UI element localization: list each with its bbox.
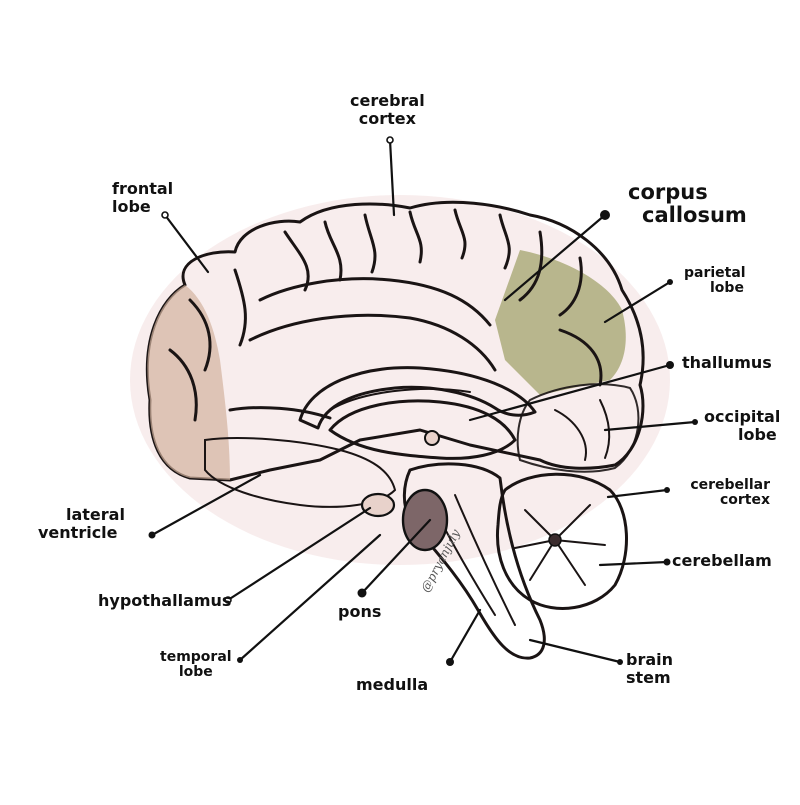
label-corpus-callosum: corpus callosum [628, 180, 747, 228]
label-lateral-ventricle: lateral ventricle [38, 506, 125, 541]
leader-dots [148, 136, 698, 666]
hypothalamus-shape [360, 492, 396, 518]
temporal-region [204, 437, 397, 508]
label-brain-stem: brain stem [626, 651, 673, 686]
label-cerebral-cortex-line2: cortex [358, 108, 416, 128]
leader-lines [150, 138, 697, 664]
stem-detail-2 [454, 494, 516, 626]
callosum-detail [329, 387, 471, 411]
label-temporal-lobe-line1: temporal [160, 649, 232, 665]
label-corpus-callosum-line2: callosum [642, 203, 747, 228]
label-occipital-lobe: occipital lobe [704, 408, 780, 443]
label-lateral-ventricle-line1: lateral [66, 505, 125, 524]
label-cerebellum: cerebellam [672, 551, 772, 570]
label-parietal-lobe-line1: parietal [684, 265, 746, 281]
label-thalamus: thallumus [682, 353, 772, 372]
cerebellum-shape [495, 472, 628, 610]
label-occipital-lobe-line2: lobe [738, 424, 777, 444]
occipital-region [516, 383, 640, 473]
thalamus-dot [424, 430, 440, 446]
label-pons: pons [338, 602, 382, 621]
label-frontal-lobe-line1: frontal [112, 179, 174, 198]
label-corpus-callosum-line1: corpus [628, 180, 708, 204]
label-cerebellar-cortex: cerebellar cortex [680, 477, 770, 509]
label-cerebellar-cortex-line1: cerebellar [690, 477, 770, 493]
label-medulla: medulla [356, 675, 429, 694]
label-cerebellar-cortex-line2: cortex [719, 492, 770, 509]
label-frontal-lobe: frontal lobe [112, 180, 173, 215]
label-parietal-lobe: parietal lobe [684, 265, 746, 297]
label-hypothalamus: hypothallamus [98, 591, 232, 610]
label-occipital-lobe-line1: occipital [704, 407, 781, 426]
label-cerebral-cortex-line1: cerebral [350, 91, 425, 110]
arbor-vitae [514, 504, 606, 586]
label-cerebral-cortex: cerebral cortex [350, 92, 425, 127]
cerebrum-outline [145, 200, 645, 482]
label-parietal-lobe-line2: lobe [710, 280, 744, 297]
parietal-region [495, 250, 626, 395]
corpus-callosum-shape [298, 366, 537, 430]
label-frontal-lobe-line2: lobe [112, 196, 151, 216]
thalamus-shape [328, 399, 517, 460]
label-lateral-ventricle-line2: ventricle [38, 522, 118, 542]
label-temporal-lobe: temporal lobe [160, 649, 232, 681]
label-brain-stem-line1: brain [626, 650, 674, 669]
pons-shape [401, 488, 449, 552]
label-temporal-lobe-line2: lobe [178, 664, 213, 681]
label-brain-stem-line2: stem [626, 667, 671, 687]
